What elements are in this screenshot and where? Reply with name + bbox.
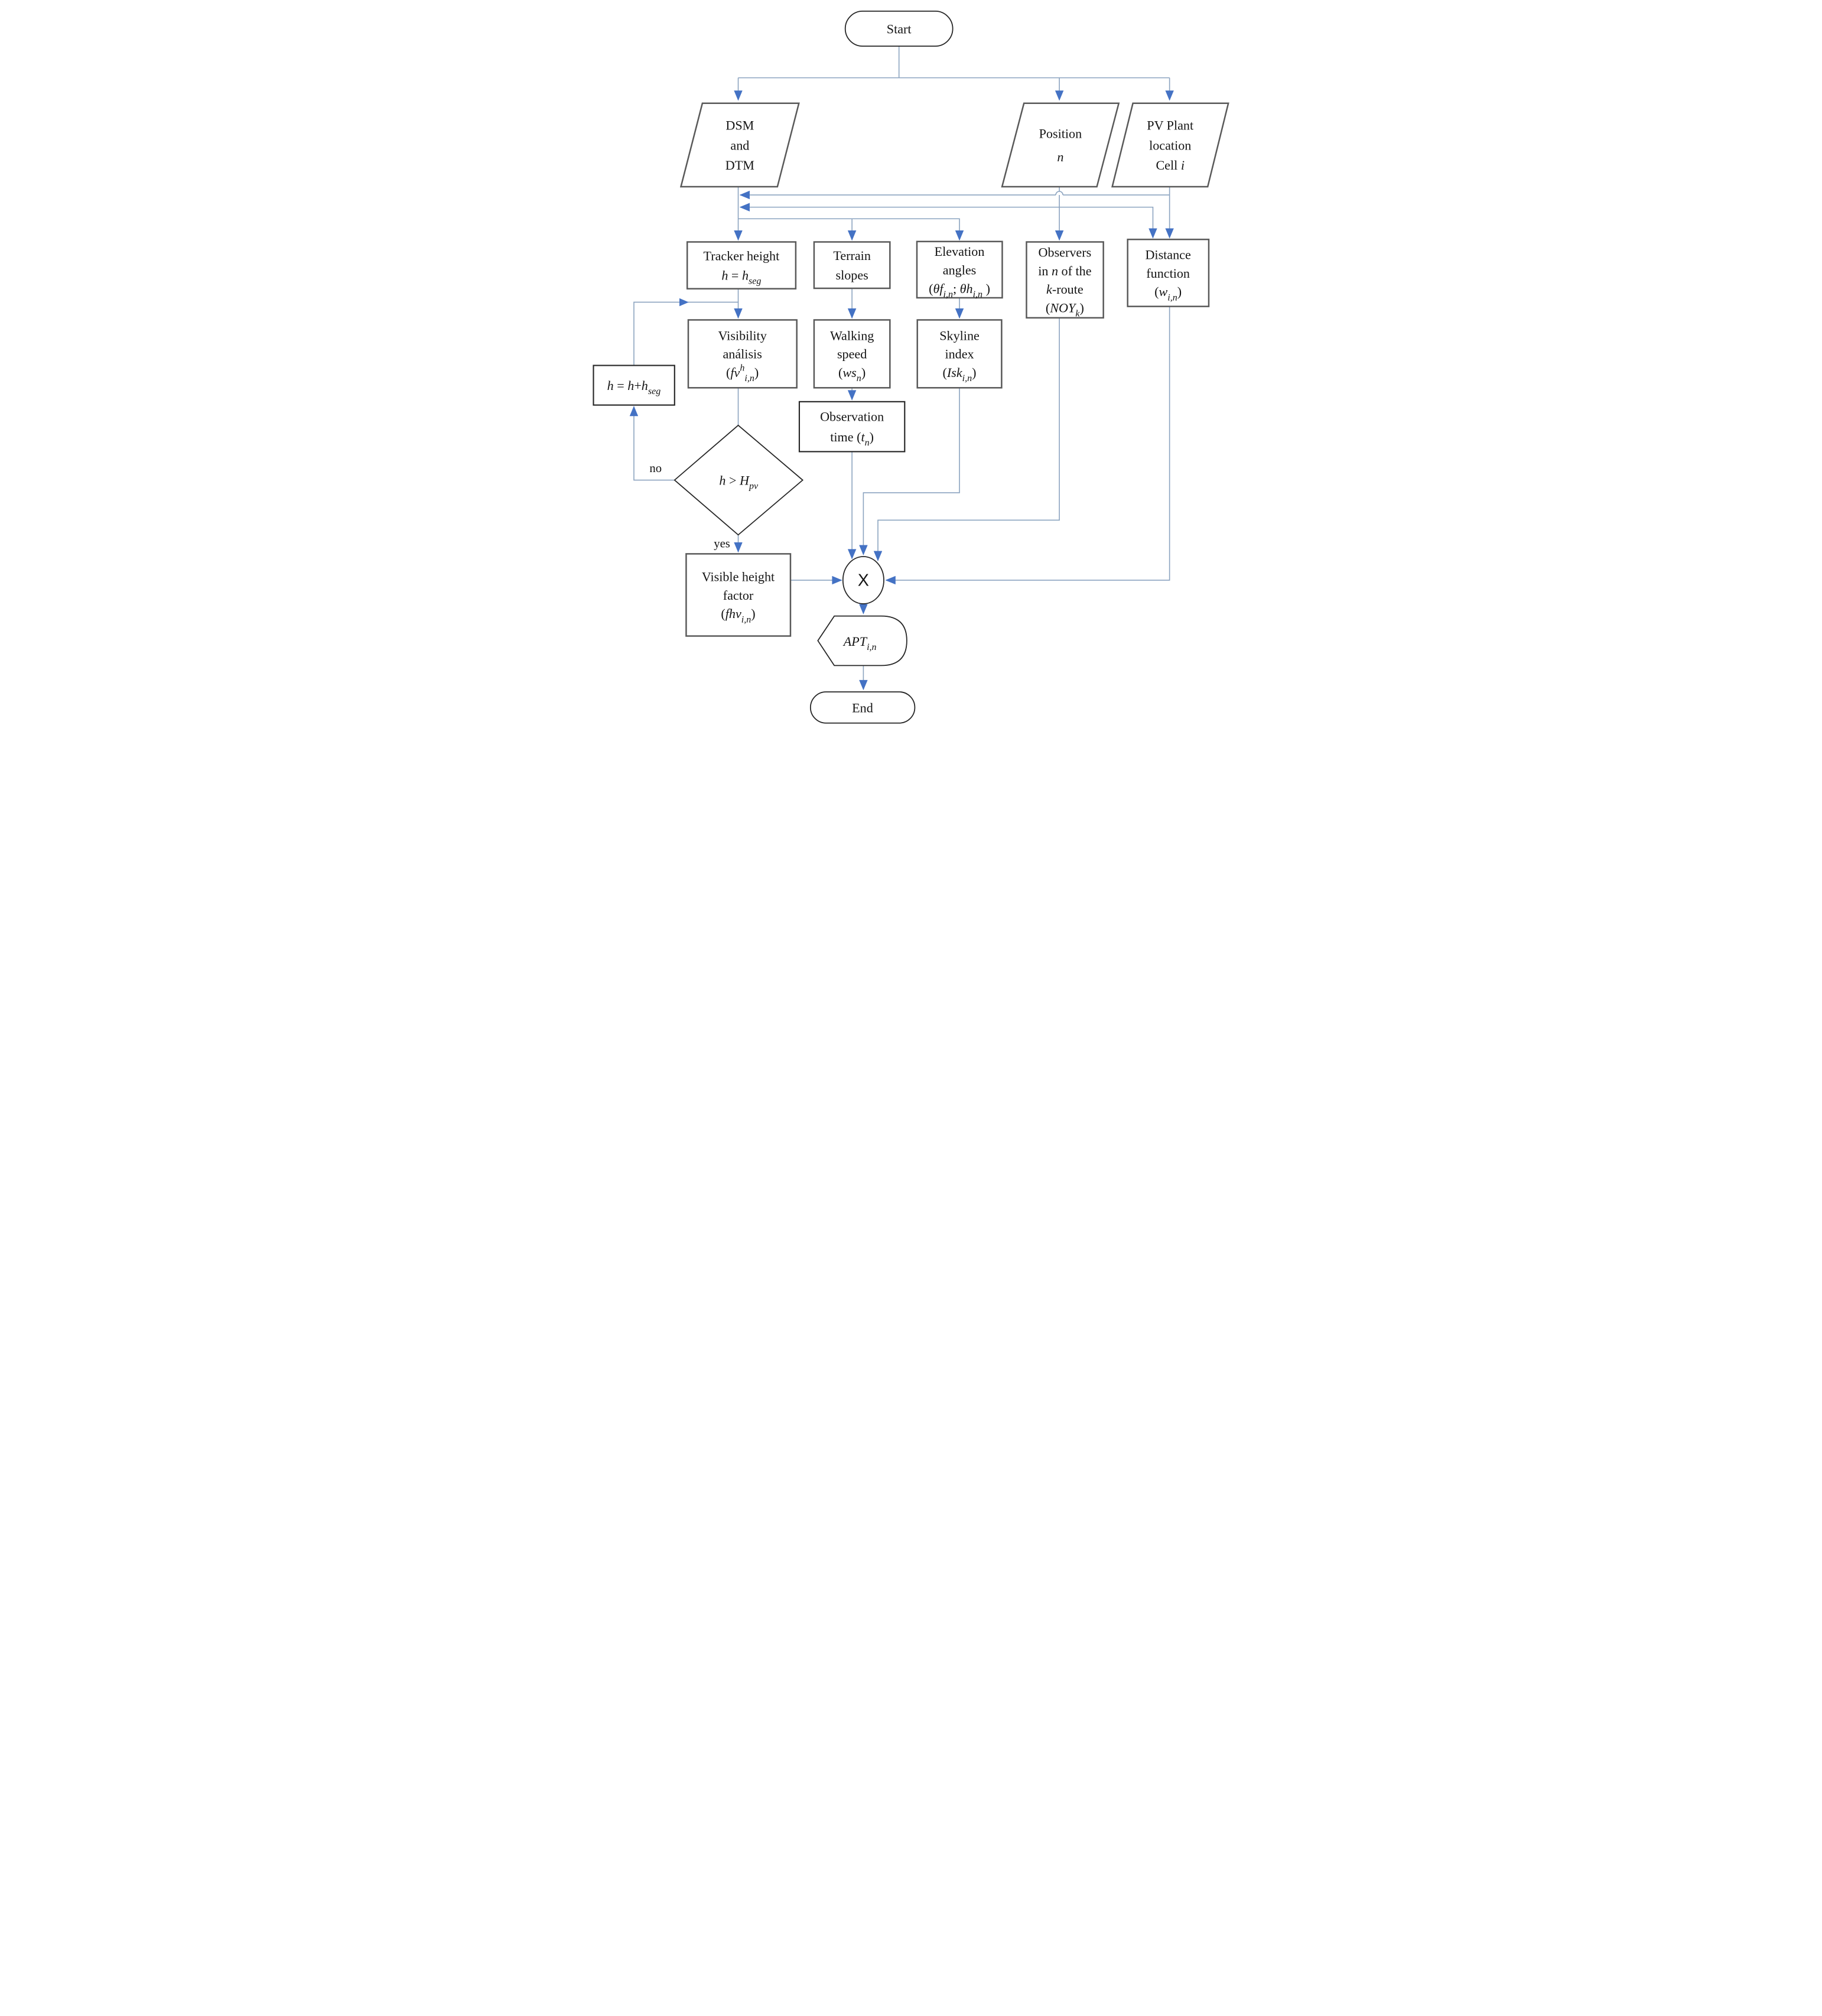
node-start: Start <box>844 11 954 47</box>
visibility-analysis-shape <box>687 319 798 389</box>
start-label: Start <box>887 21 912 36</box>
node-height-increment: h = h+hseg <box>593 365 675 406</box>
line-jump-arc <box>1055 191 1063 196</box>
skyline-index-label-line2: index <box>945 347 974 362</box>
pv-plant-label-line3: Cell i <box>1156 158 1185 173</box>
position-shape <box>1001 102 1120 188</box>
apt-output-label: APTi,n <box>842 634 877 652</box>
multiply-operator-shape <box>842 556 884 604</box>
tracker-height-shape <box>686 241 797 290</box>
walking-speed-label-line2: speed <box>837 347 867 362</box>
visible-height-factor-label-line3: (fhvi,n) <box>721 606 755 625</box>
pv-plant-label-line1: PV Plant <box>1147 118 1194 132</box>
node-apt-output: APTi,n <box>817 615 907 666</box>
node-decision-height: h > Hpv <box>674 424 804 536</box>
visibility-analysis-label-line1: Visibility <box>718 328 767 343</box>
observers-shape <box>1026 241 1104 319</box>
dsm-dtm-label-line2: and <box>730 138 749 152</box>
end-shape <box>809 691 916 724</box>
node-visible-height-factor: Visible height factor (fhvi,n) <box>685 553 792 637</box>
dsm-dtm-label-line3: DTM <box>725 158 754 173</box>
edge-decision-no <box>629 405 675 481</box>
observation-time-label-line2: time (tn) <box>830 430 874 448</box>
observation-time-label-line1: Observation <box>820 409 884 424</box>
tracker-height-label-line1: Tracker height <box>703 249 780 264</box>
walking-speed-label-line3: (wsn) <box>838 365 866 383</box>
node-pv-plant-location: PV Plant location Cell i <box>1111 102 1229 188</box>
edge-distance-to-multiply <box>885 306 1170 585</box>
connectors: no yes <box>629 46 1174 691</box>
node-elevation-angles: Elevation angles (θfi,n; θhi,n ) <box>916 240 1003 300</box>
distance-function-label-line1: Distance <box>1145 247 1191 262</box>
decision-height-label: h > Hpv <box>719 473 759 491</box>
node-observers: Observers in n of the k-route (NOYk) <box>1026 241 1104 319</box>
visible-height-factor-shape <box>685 553 792 637</box>
dsm-dtm-shape <box>679 102 800 188</box>
terrain-slopes-label-line2: slopes <box>835 268 868 282</box>
node-position: Position n <box>1001 102 1120 188</box>
visible-height-factor-label-line1: Visible height <box>702 569 775 584</box>
node-distance-function: Distance function (wi,n) <box>1127 238 1210 307</box>
multiply-operator-symbol: X <box>858 571 869 590</box>
terrain-slopes-shape <box>813 241 891 290</box>
observers-label-line1: Observers <box>1039 245 1092 259</box>
start-shape <box>844 11 954 47</box>
distance-function-shape <box>1127 238 1210 307</box>
elevation-angles-label-line1: Elevation <box>935 244 985 259</box>
distance-function-label-line3: (wi,n) <box>1154 284 1182 303</box>
node-end: End <box>809 691 916 724</box>
edge-branch-to-elevation <box>738 218 964 241</box>
edge-skyline-to-multiply <box>859 388 960 555</box>
observation-time-shape <box>798 401 906 453</box>
node-tracker-height: Tracker height h = hseg <box>686 241 797 290</box>
end-label: End <box>852 701 873 716</box>
loop-arrowhead-icon <box>679 298 689 307</box>
apt-output-shape <box>817 615 907 666</box>
observers-label-line2: in n of the <box>1038 264 1091 278</box>
node-multiply-operator: X <box>842 556 884 604</box>
pv-plant-label-line2: location <box>1149 138 1191 152</box>
observers-label-line3: k-route <box>1046 282 1084 297</box>
edge-label-yes: yes <box>714 538 730 551</box>
elevation-angles-label-line3: (θfi,n; θhi,n ) <box>929 281 990 300</box>
visibility-analysis-label-line3: (fvhi,n) <box>726 363 759 383</box>
node-walking-speed: Walking speed (wsn) <box>813 319 891 389</box>
visible-height-factor-label-line2: factor <box>723 588 754 603</box>
dsm-dtm-label-line1: DSM <box>725 118 754 132</box>
decision-height-shape <box>674 424 804 536</box>
edge-observers-to-multiply <box>873 317 1060 561</box>
visibility-analysis-label-line2: análisis <box>723 347 762 362</box>
skyline-index-label-line3: (Iski,n) <box>943 365 977 383</box>
node-terrain-slopes: Terrain slopes <box>813 241 891 290</box>
distance-function-label-line2: function <box>1146 266 1190 281</box>
position-label-line2: n <box>1057 149 1063 164</box>
edge-loop-return <box>633 301 739 366</box>
elevation-angles-shape <box>916 240 1003 299</box>
terrain-slopes-label-line1: Terrain <box>833 248 871 263</box>
pv-plant-shape <box>1111 102 1229 188</box>
node-skyline-index: Skyline index (Iski,n) <box>916 319 1003 389</box>
position-label-line1: Position <box>1039 126 1082 141</box>
walking-speed-label-line1: Walking <box>830 328 874 343</box>
flowchart-figure: no yes Start DSM and DTM Position n PV P… <box>580 0 1242 731</box>
walking-speed-shape <box>813 319 891 389</box>
node-visibility-analysis: Visibility análisis (fvhi,n) <box>687 319 798 389</box>
node-observation-time: Observation time (tn) <box>798 401 906 453</box>
elevation-angles-label-line2: angles <box>943 262 976 277</box>
observers-label-line4: (NOYk) <box>1046 301 1084 319</box>
skyline-index-shape <box>916 319 1003 389</box>
node-dsm-dtm: DSM and DTM <box>679 102 800 188</box>
tracker-height-label-line2: h = hseg <box>721 268 761 286</box>
skyline-index-label-line1: Skyline <box>939 328 980 343</box>
flowchart-canvas: no yes Start DSM and DTM Position n PV P… <box>593 11 1229 724</box>
height-increment-label: h = h+hseg <box>607 378 661 396</box>
edge-position-to-distance <box>1059 206 1157 239</box>
edge-label-no: no <box>649 462 662 475</box>
height-increment-shape <box>593 365 675 406</box>
